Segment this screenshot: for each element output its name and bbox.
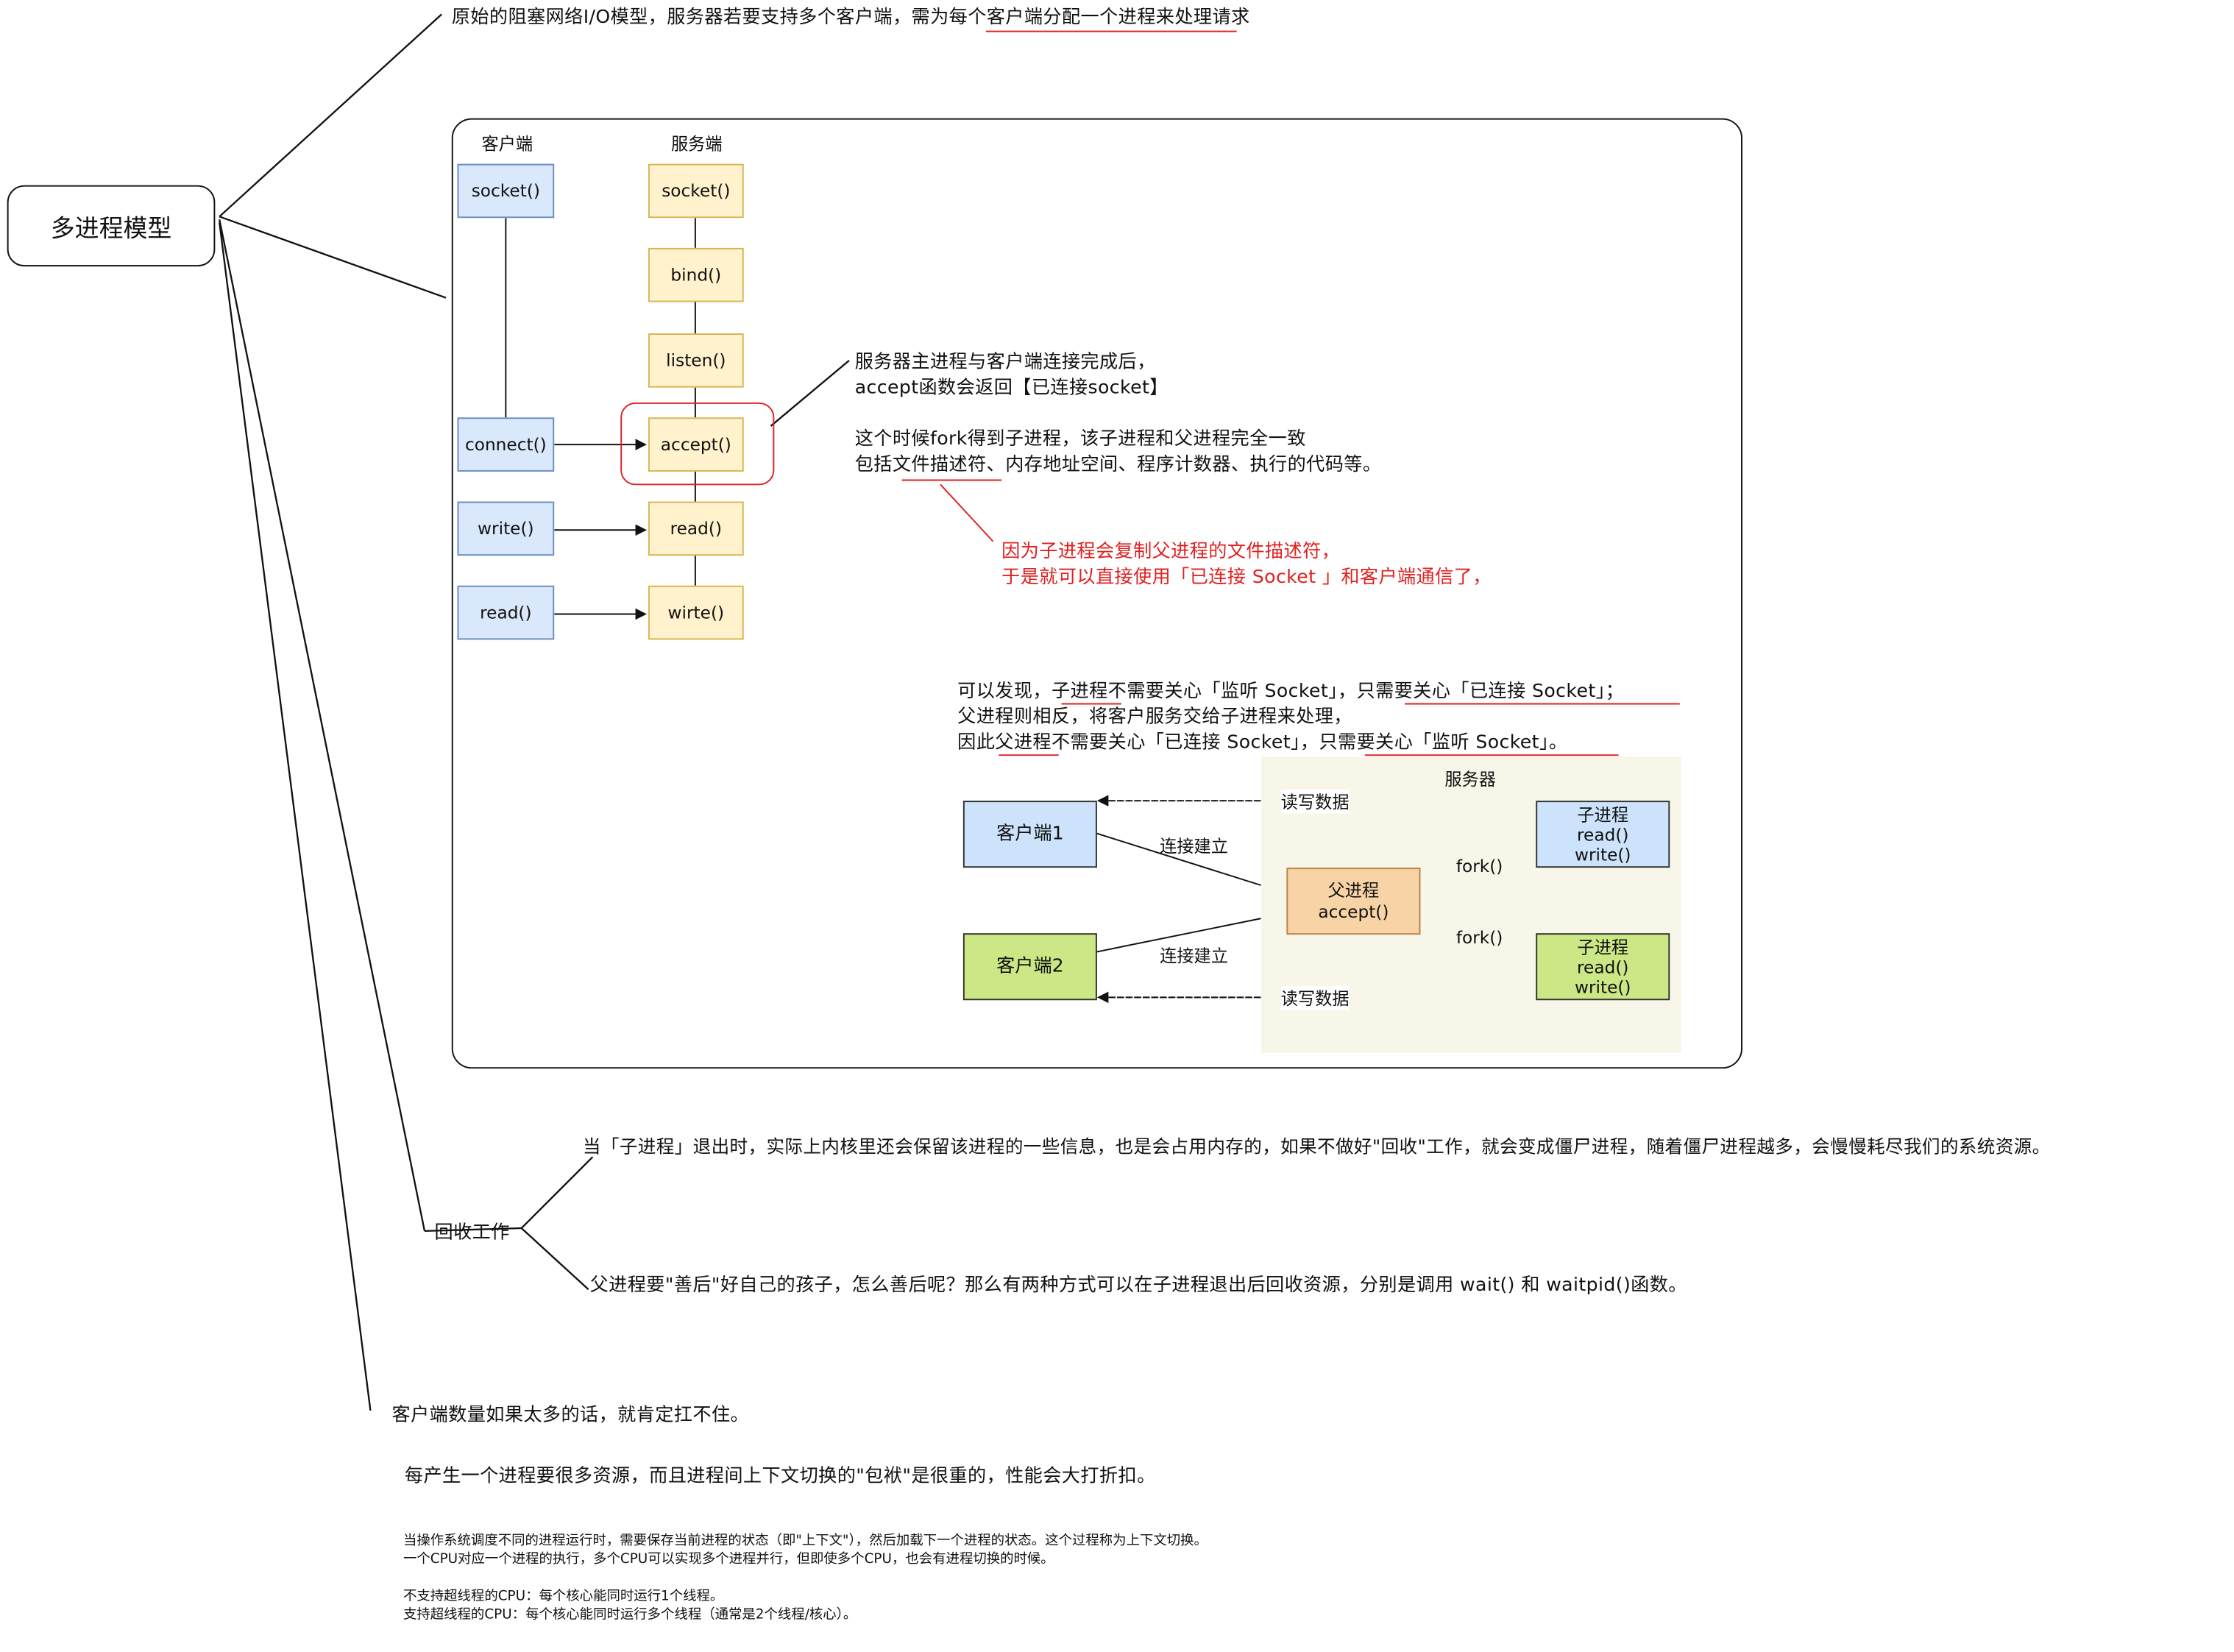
obs-l1-a: 可以发现， xyxy=(957,681,1052,703)
limits-title[interactable]: 客户端数量如果太多的话，就肯定扛不住。 xyxy=(391,1405,750,1427)
reclaim-title[interactable]: 回收工作 xyxy=(434,1222,510,1244)
reclaim-line1: 当「子进程」退出时，实际上内核里还会保留该进程的一些信息，也是会占用内存的，如果… xyxy=(582,1135,2051,1158)
accept-note-fd: 文件描述符 xyxy=(892,454,987,476)
flow-lines xyxy=(505,218,696,620)
red-note-line1: 因为子进程会复制父进程的文件描述符， xyxy=(1001,541,1341,563)
server-step-bind[interactable]: bind() xyxy=(648,247,744,302)
client1-node[interactable]: 客户端1 xyxy=(962,801,1097,868)
conn-label-2: 连接建立 xyxy=(1160,946,1229,966)
accept-note-line1: 服务器主进程与客户端连接完成后， xyxy=(854,352,1156,374)
parent-process-call: accept() xyxy=(1318,901,1389,921)
rw-label-bottom: 读写数据 xyxy=(1280,985,1350,1010)
accept-note-line4-c: 、内存地址空间、程序计数器、执行的代码等。 xyxy=(986,454,1382,476)
red-note-line2: 于是就可以直接使用「已连接 Socket 」和客户端通信了， xyxy=(1001,567,1492,589)
server-area-label: 服务器 xyxy=(1444,769,1497,790)
obs-l3-e: 。 xyxy=(1548,732,1568,754)
accept-note-line3: 这个时候fork得到子进程，该子进程和父进程完全一致 xyxy=(854,428,1306,450)
child2-label: 子进程 xyxy=(1577,937,1629,957)
server-step-accept[interactable]: accept() xyxy=(648,417,744,472)
client2-node[interactable]: 客户端2 xyxy=(962,933,1097,1001)
intro-part-c: 来处理请求 xyxy=(1155,7,1250,29)
child2-write: write() xyxy=(1574,976,1631,997)
parent-process-node[interactable]: 父进程 accept() xyxy=(1286,868,1421,935)
client-step-write[interactable]: write() xyxy=(457,501,555,556)
observation-line3: 因此父进程不需要关心「已连接 Socket」，只需要关心「监听 Socket」。 xyxy=(957,731,1567,756)
observation-line2: 父进程则相反，将客户服务交给子进程来处理， xyxy=(957,706,1352,728)
fork-label-2: fork() xyxy=(1455,927,1503,948)
red-highlights xyxy=(620,30,1680,756)
accept-note-line4-a: 包括 xyxy=(854,454,893,476)
child1-read: read() xyxy=(1577,824,1629,845)
mindmap-branches xyxy=(219,13,850,1411)
conn-label-1: 连接建立 xyxy=(1160,836,1229,857)
limits-note2: 一个CPU对应一个进程的执行，多个CPU可以实现多个进程并行，但即使多个CPU，… xyxy=(403,1551,1054,1567)
limits-detail: 每产生一个进程要很多资源，而且进程间上下文切换的"包袱"是很重的，性能会大打折扣… xyxy=(404,1466,1156,1488)
child-process-node-1[interactable]: 子进程 read() write() xyxy=(1536,801,1670,868)
intro-highlight: 需为每个客户端分配一个进程 xyxy=(911,7,1156,29)
diagram-panel xyxy=(451,118,1742,1069)
server-step-read[interactable]: read() xyxy=(648,501,744,556)
obs-l3-parent: 父进程 xyxy=(995,732,1052,754)
root-topic[interactable]: 多进程模型 xyxy=(7,185,216,267)
obs-l3-c: 不需要关心「已连接 Socket」， xyxy=(1051,732,1319,754)
child1-write: write() xyxy=(1574,844,1631,865)
server-step-listen[interactable]: listen() xyxy=(648,333,744,388)
client-step-socket[interactable]: socket() xyxy=(457,163,555,219)
parent-process-label: 父进程 xyxy=(1327,879,1380,900)
fork-label-1: fork() xyxy=(1455,856,1503,876)
client-step-read[interactable]: read() xyxy=(457,585,555,640)
root-title: 多进程模型 xyxy=(50,215,172,244)
intro-text: 原始的阻塞网络I/O模型，服务器若要支持多个客户端，需为每个客户端分配一个进程来… xyxy=(452,6,1250,32)
accept-note-line2: accept函数会返回【已连接socket】 xyxy=(854,377,1169,400)
client-header: 客户端 xyxy=(481,134,533,155)
obs-l1-e: ； xyxy=(1605,681,1625,703)
observation-line1: 可以发现，子进程不需要关心「监听 Socket」，只需要关心「已连接 Socke… xyxy=(957,680,1624,706)
limits-note3: 不支持超线程的CPU：每个核心能同时运行1个线程。 xyxy=(403,1588,724,1605)
obs-l1-c: 不需要关心「监听 Socket」， xyxy=(1107,681,1357,703)
limits-note4: 支持超线程的CPU：每个核心能同时运行多个线程（通常是2个线程/核心）。 xyxy=(403,1607,857,1623)
obs-l1-child: 子进程 xyxy=(1051,681,1108,703)
reclaim-line2: 父进程要"善后"好自己的孩子，怎么善后呢？那么有两种方式可以在子进程退出后回收资… xyxy=(589,1275,1687,1297)
child-process-node-2[interactable]: 子进程 read() write() xyxy=(1536,933,1670,1001)
accept-note-line4: 包括文件描述符、内存地址空间、程序计数器、执行的代码等。 xyxy=(855,453,1382,479)
server-step-socket[interactable]: socket() xyxy=(648,163,744,219)
client-step-connect[interactable]: connect() xyxy=(457,417,555,472)
child1-label: 子进程 xyxy=(1577,804,1629,825)
obs-l3-d: 只需要关心「监听 Socket」 xyxy=(1319,732,1549,754)
obs-l3-a: 因此 xyxy=(957,732,996,754)
intro-part-a: 原始的阻塞网络I/O模型，服务器若要支持多个客户端， xyxy=(451,7,912,29)
rw-label-top: 读写数据 xyxy=(1280,789,1350,814)
obs-l1-d: 只需要关心「已连接 Socket」 xyxy=(1356,681,1606,703)
limits-note1: 当操作系统调度不同的进程运行时，需要保存当前进程的状态（即"上下文"），然后加载… xyxy=(403,1533,1208,1549)
server-step-write[interactable]: wirte() xyxy=(648,585,744,640)
server-header: 服务端 xyxy=(670,134,723,155)
child2-read: read() xyxy=(1577,957,1629,977)
